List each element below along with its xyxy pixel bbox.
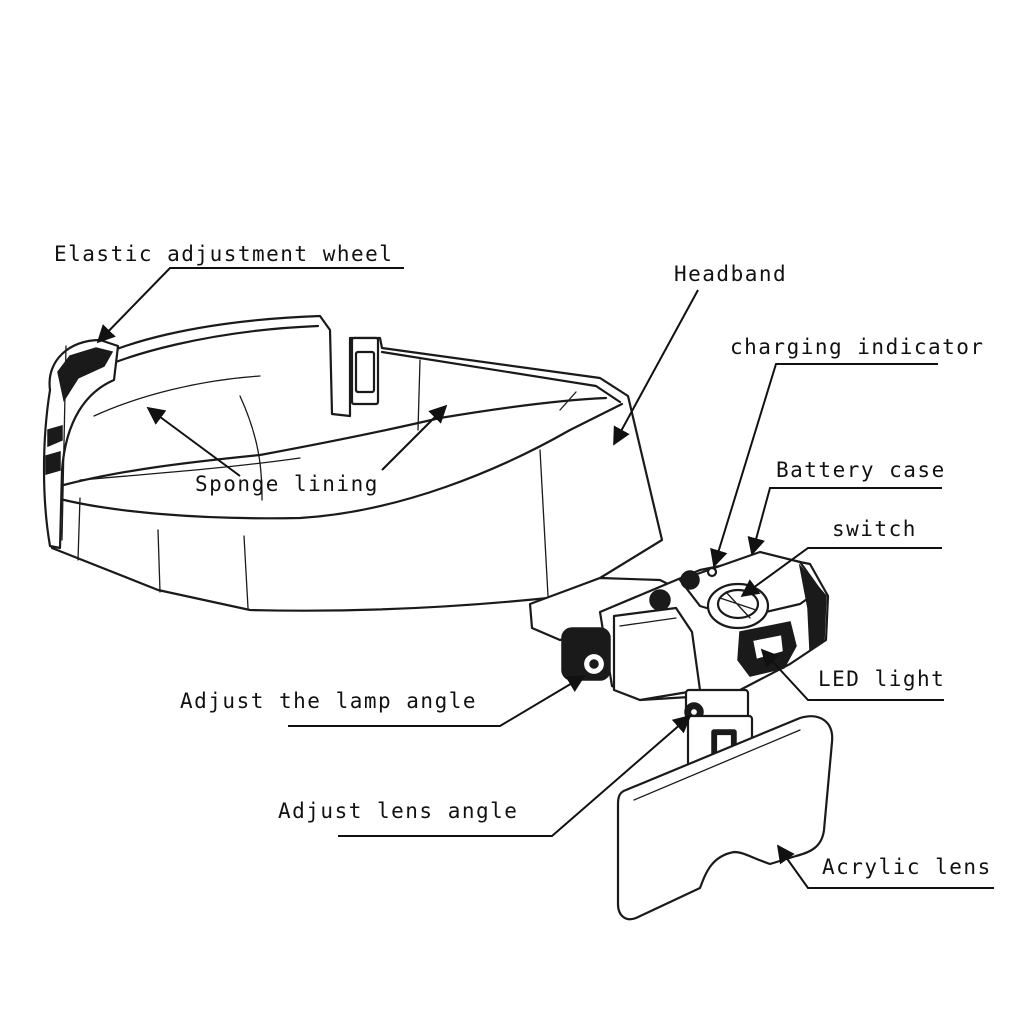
label-led-light: LED light [818,667,946,691]
lens-assembly [616,714,834,921]
leader-lines [96,267,994,889]
label-adjust-lens-angle: Adjust lens angle [278,799,519,823]
label-battery-case: Battery case [776,458,946,482]
label-charging-indicator: charging indicator [730,335,985,359]
label-elastic-adjustment-wheel: Elastic adjustment wheel [54,242,394,266]
headband [42,314,682,642]
label-sponge-lining: Sponge lining [195,472,379,496]
label-switch: switch [832,517,917,541]
label-headband: Headband [674,262,788,286]
label-acrylic-lens: Acrylic lens [822,855,992,879]
label-adjust-lamp-angle: Adjust the lamp angle [180,689,478,713]
